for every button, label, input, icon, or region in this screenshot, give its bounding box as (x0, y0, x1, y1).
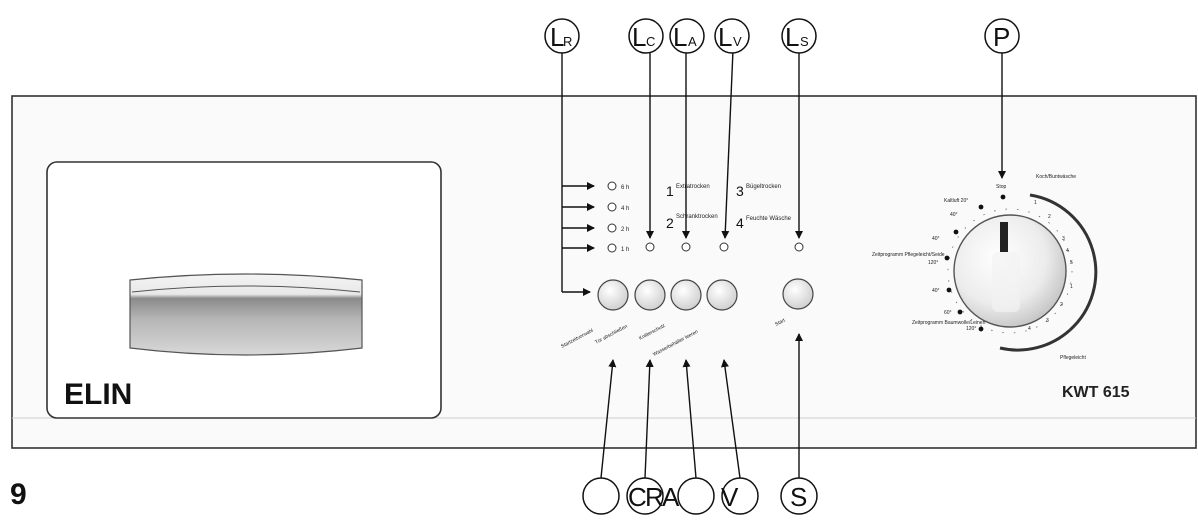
svg-text:R: R (563, 34, 572, 49)
anti-crease-button[interactable] (670, 279, 702, 311)
callout-p: P (984, 18, 1020, 54)
dial-label-zeit1: Zeitprogramm Pflegeleicht/Seide (872, 252, 945, 258)
callout-lr: L R (544, 18, 580, 54)
svg-text:A: A (662, 482, 680, 512)
program-number: 1 (666, 183, 674, 199)
dial-label-60: 60° (944, 310, 952, 316)
bottom-callouts: C R A V S (582, 477, 818, 515)
timer-led-label: 6 h (621, 185, 629, 191)
brand-logo: ELIN (64, 378, 132, 411)
program-label: Bügeltrocken (746, 184, 781, 190)
callout-s: S (780, 477, 818, 515)
dial-label-40a: 40° (950, 212, 958, 218)
anti-crease-led (681, 242, 691, 252)
timer-led-label: 1 h (621, 247, 629, 253)
timer-led-label: 2 h (621, 227, 629, 233)
program-label: Extratrocken (676, 184, 710, 190)
dial-label-40c: 40° (932, 288, 940, 294)
svg-text:L: L (550, 22, 564, 52)
callout-v: V (721, 477, 759, 515)
timer-led-6h (607, 181, 617, 191)
drawer-handle[interactable] (129, 273, 363, 356)
dial-scale: 1 (1034, 200, 1037, 206)
door-lock-led (645, 242, 655, 252)
callout-lv: L V (714, 18, 750, 54)
dial-scale: 1 (1070, 284, 1073, 290)
door-lock-button[interactable] (634, 279, 666, 311)
timer-led-2h (607, 223, 617, 233)
figure-number: 9 (10, 478, 27, 511)
svg-text:C: C (628, 482, 647, 512)
timer-led-group: 6 h 4 h 2 h 1 h (561, 50, 629, 296)
dial-scale: 5 (1070, 260, 1073, 266)
top-callouts: L R L C L A L V L S P (544, 18, 1020, 54)
program-list: 1 Extratrocken 2 Schranktrocken 3 Bügelt… (666, 183, 792, 231)
svg-text:ELIN: ELIN (64, 378, 132, 411)
start-button[interactable] (782, 278, 814, 310)
callout-blank (582, 477, 620, 515)
callout-c: C (626, 477, 664, 515)
svg-text:V: V (733, 34, 742, 49)
water-tank-led (719, 242, 729, 252)
dial-label-kaltluft: Kaltluft 20° (944, 198, 968, 204)
svg-text:L: L (785, 22, 799, 52)
bottom-leaders (600, 333, 803, 479)
svg-text:V: V (721, 482, 739, 512)
svg-text:L: L (632, 22, 646, 52)
dial-label-zeit2: Zeitprogramm Baumwolle/Leinen (912, 320, 986, 326)
svg-text:S: S (790, 482, 807, 512)
callout-la: L A (669, 18, 705, 54)
dial-label-40b: 40° (932, 236, 940, 242)
program-number: 3 (736, 183, 744, 199)
program-number: 2 (666, 215, 674, 231)
callout-ls: L S (781, 18, 817, 54)
timer-led-1h (607, 243, 617, 253)
svg-text:C: C (646, 34, 655, 49)
dial-scale: 4 (1066, 248, 1069, 254)
svg-text:L: L (673, 22, 687, 52)
indicator-leds (645, 49, 804, 252)
svg-text:R: R (645, 482, 664, 512)
start-led (794, 242, 804, 252)
program-dial: Stop Koch/Buntwäsche Pflegeleicht Kaltlu… (872, 50, 1098, 361)
svg-text:A: A (688, 34, 697, 49)
dial-label-stop: Stop (996, 184, 1007, 190)
svg-text:P: P (993, 22, 1010, 52)
program-number: 4 (736, 215, 744, 231)
dial-label-120a: 120° (928, 260, 938, 266)
callout-a: A (662, 477, 715, 515)
dial-label-120b: 120° (966, 326, 976, 332)
delay-start-button[interactable] (597, 279, 629, 311)
button-label: Start (774, 317, 787, 328)
dial-scale: 3 (1046, 318, 1049, 324)
svg-text:L: L (718, 22, 732, 52)
model-name: KWT 615 (1062, 384, 1130, 401)
timer-led-4h (607, 202, 617, 212)
callout-r: R (645, 482, 664, 512)
timer-led-label: 4 h (621, 206, 629, 212)
water-tank-button[interactable] (706, 279, 738, 311)
dial-scale: 4 (1028, 326, 1031, 332)
dial-scale: 2 (1048, 214, 1051, 220)
svg-text:S: S (800, 34, 809, 49)
program-label: Schranktrocken (676, 214, 718, 220)
dial-label-pflegeleicht: Pflegeleicht (1060, 355, 1086, 361)
callout-lc: L C (628, 18, 664, 54)
dial-scale: 2 (1060, 302, 1063, 308)
dial-label-kochbunt: Koch/Buntwäsche (1036, 174, 1076, 180)
program-label: Feuchte Wäsche (746, 216, 792, 222)
dial-scale: 3 (1062, 236, 1065, 242)
